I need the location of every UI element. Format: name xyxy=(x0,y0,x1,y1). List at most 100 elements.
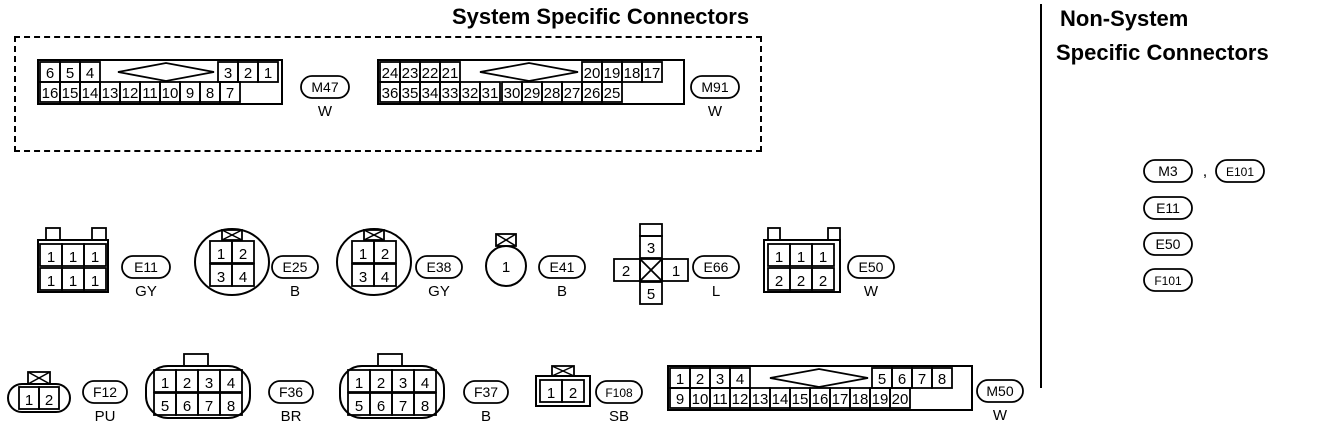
e66-pin-cell xyxy=(639,235,663,259)
e38-pin-label: 4 xyxy=(381,269,389,286)
connector-id-badge xyxy=(595,380,643,404)
connector-id-label: E66 xyxy=(704,259,729,275)
m50-pin-label: 5 xyxy=(878,371,886,388)
connector-id-badge xyxy=(268,380,314,404)
m47-pin-label: 4 xyxy=(86,65,94,82)
connector-color-label: B xyxy=(290,283,300,300)
connector-id-label: F37 xyxy=(474,384,498,400)
m91-pin-label: 30 xyxy=(504,85,521,102)
e50-pin-label: 2 xyxy=(819,273,827,290)
connector-id-badge xyxy=(847,255,895,279)
f36-pin-label: 2 xyxy=(183,375,191,392)
e11-pin-cell xyxy=(83,267,107,291)
m47-pin-label: 14 xyxy=(82,85,99,102)
e11-pin-label: 1 xyxy=(91,273,99,290)
m47-housing xyxy=(37,59,283,105)
m91-pin-label: 34 xyxy=(422,85,439,102)
m91-pin-label: 24 xyxy=(382,65,399,82)
m47-pin-label: 9 xyxy=(186,85,194,102)
e11-pin-cell xyxy=(83,243,107,267)
m47-pin-label: 12 xyxy=(122,85,139,102)
f12-pin-label: 1 xyxy=(25,392,33,409)
e25-pin-cell xyxy=(231,263,255,287)
system-connectors-title: System Specific Connectors xyxy=(452,4,750,29)
m50-pin-label: 11 xyxy=(712,391,728,408)
f108-pin-cell xyxy=(561,379,585,403)
connector-color-label: L xyxy=(712,283,720,300)
m47-pin-label: 2 xyxy=(244,65,252,82)
e25-pin-label: 1 xyxy=(217,246,225,263)
e50-pin-label: 2 xyxy=(775,273,783,290)
connector-color-label: W xyxy=(993,407,1008,424)
connector-id-label: F36 xyxy=(279,384,303,400)
nonsystem-separator: , xyxy=(1203,163,1207,180)
e38-pin-label: 2 xyxy=(381,246,389,263)
nonsystem-badge xyxy=(1143,232,1193,256)
m47-pin-label: 1 xyxy=(264,65,272,82)
m47-pin-label: 15 xyxy=(62,85,79,102)
e66-pin-cell xyxy=(639,281,663,305)
e50-pin-label: 2 xyxy=(797,273,805,290)
m50-pin-label: 7 xyxy=(918,371,926,388)
e11-latch xyxy=(91,227,107,241)
m50-pin-label: 12 xyxy=(732,391,749,408)
m50-pin-label: 4 xyxy=(736,371,744,388)
m47-pin-label: 16 xyxy=(42,85,59,102)
m50-pin-label: 2 xyxy=(696,371,704,388)
f37-pin-label: 2 xyxy=(377,375,385,392)
f36-pin-cell xyxy=(219,369,243,393)
f37-pin-cell xyxy=(413,392,437,416)
f36-pin-label: 7 xyxy=(205,398,213,415)
m50-pin-label: 15 xyxy=(792,391,809,408)
e38-latch xyxy=(363,229,385,241)
nonsystem-badge xyxy=(1143,196,1193,220)
e66-pin-label: 3 xyxy=(647,240,655,257)
e38-latch-cross xyxy=(363,229,385,241)
f108-pin-label: 2 xyxy=(569,385,577,402)
connector-color-label: W xyxy=(318,103,333,120)
e25-pin-label: 3 xyxy=(217,269,225,286)
e11-pin-label: 1 xyxy=(69,249,77,266)
e41-pin-label: 1 xyxy=(502,259,510,276)
connector-color-label: SB xyxy=(609,408,629,425)
m91-pin-label: 19 xyxy=(604,65,621,82)
connector-color-label: W xyxy=(708,103,723,120)
f37-shell xyxy=(339,365,445,419)
connector-id-badge xyxy=(271,255,319,279)
f36-pin-label: 8 xyxy=(227,398,235,415)
m91-pin-label: 25 xyxy=(604,85,621,102)
e41-latch-cross xyxy=(495,233,517,247)
e66-pin-label: 1 xyxy=(672,263,680,280)
e38-pin-cell xyxy=(373,263,397,287)
e11-pin-label: 1 xyxy=(47,249,55,266)
connector-id-label: M47 xyxy=(311,79,338,95)
f37-pin-label: 1 xyxy=(355,375,363,392)
m47-pin-label: 3 xyxy=(224,65,232,82)
e25-latch xyxy=(221,229,243,241)
connector-id-label: M50 xyxy=(986,383,1013,399)
nonsystem-badge xyxy=(1143,159,1193,183)
m91-pin-label: 32 xyxy=(462,85,479,102)
m47-pin-label: 7 xyxy=(226,85,234,102)
e50-pin-cell xyxy=(811,243,835,267)
nonsystem-connectors-title-line1: Non-System xyxy=(1060,6,1189,31)
m91-pin-label: 20 xyxy=(584,65,601,82)
e25-pin-label: 2 xyxy=(239,246,247,263)
m50-pin-label: 1 xyxy=(676,371,684,388)
e66-pin-cell xyxy=(661,258,689,282)
e38-pin-label: 3 xyxy=(359,269,367,286)
m50-pin-label: 13 xyxy=(752,391,769,408)
e50-latch xyxy=(767,227,781,241)
f37-pin-label: 7 xyxy=(399,398,407,415)
m50-pin-label: 9 xyxy=(676,391,684,408)
f37-pin-label: 5 xyxy=(355,398,363,415)
connector-color-label: B xyxy=(481,408,491,425)
connector-id-label: E38 xyxy=(427,259,452,275)
e50-pin-cell xyxy=(811,267,835,291)
connector-id-badge xyxy=(415,255,463,279)
m50-pin-label: 19 xyxy=(872,391,889,408)
connector-id-badge xyxy=(976,379,1024,403)
m91-pin-label: 28 xyxy=(544,85,561,102)
e25-latch-cross xyxy=(221,229,243,241)
f36-latch xyxy=(183,353,209,367)
